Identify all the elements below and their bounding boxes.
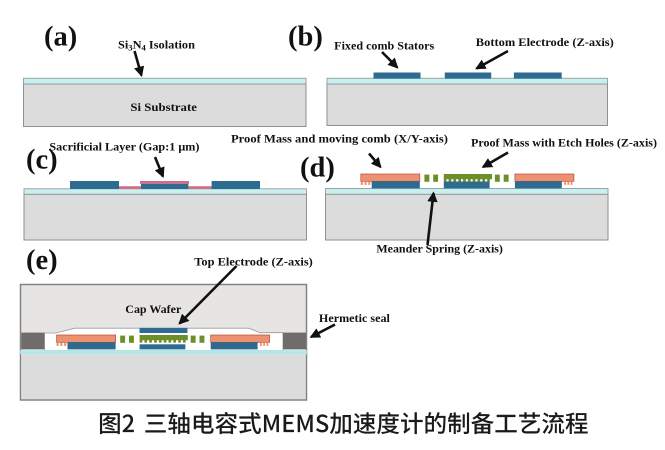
svg-text:Proof Mass and moving comb (X/: Proof Mass and moving comb (X/Y-axis) [231,134,448,146]
svg-text:(a): (a) [44,22,77,53]
svg-text:Fixed comb Stators: Fixed comb Stators [334,40,435,52]
svg-text:Hermetic seal: Hermetic seal [319,313,390,325]
svg-text:Sacrificial Layer (Gap:1 μm): Sacrificial Layer (Gap:1 μm) [49,142,199,154]
svg-text:Si Substrate: Si Substrate [130,102,197,114]
svg-text:Si3N4 Isolation: Si3N4 Isolation [118,39,196,52]
svg-text:(c): (c) [26,144,58,175]
svg-text:Top Electrode (Z-axis): Top Electrode (Z-axis) [194,257,313,269]
svg-text:Cap Wafer: Cap Wafer [125,304,181,316]
svg-text:Bottom Electrode (Z-axis): Bottom Electrode (Z-axis) [476,37,614,49]
svg-text:Meander Spring (Z-axis): Meander Spring (Z-axis) [376,244,503,256]
svg-text:(b): (b) [288,21,323,52]
svg-text:(e): (e) [26,245,58,276]
svg-text:(d): (d) [300,153,335,184]
svg-text:Proof Mass with Etch Holes (Z-: Proof Mass with Etch Holes (Z-axis) [471,138,657,150]
